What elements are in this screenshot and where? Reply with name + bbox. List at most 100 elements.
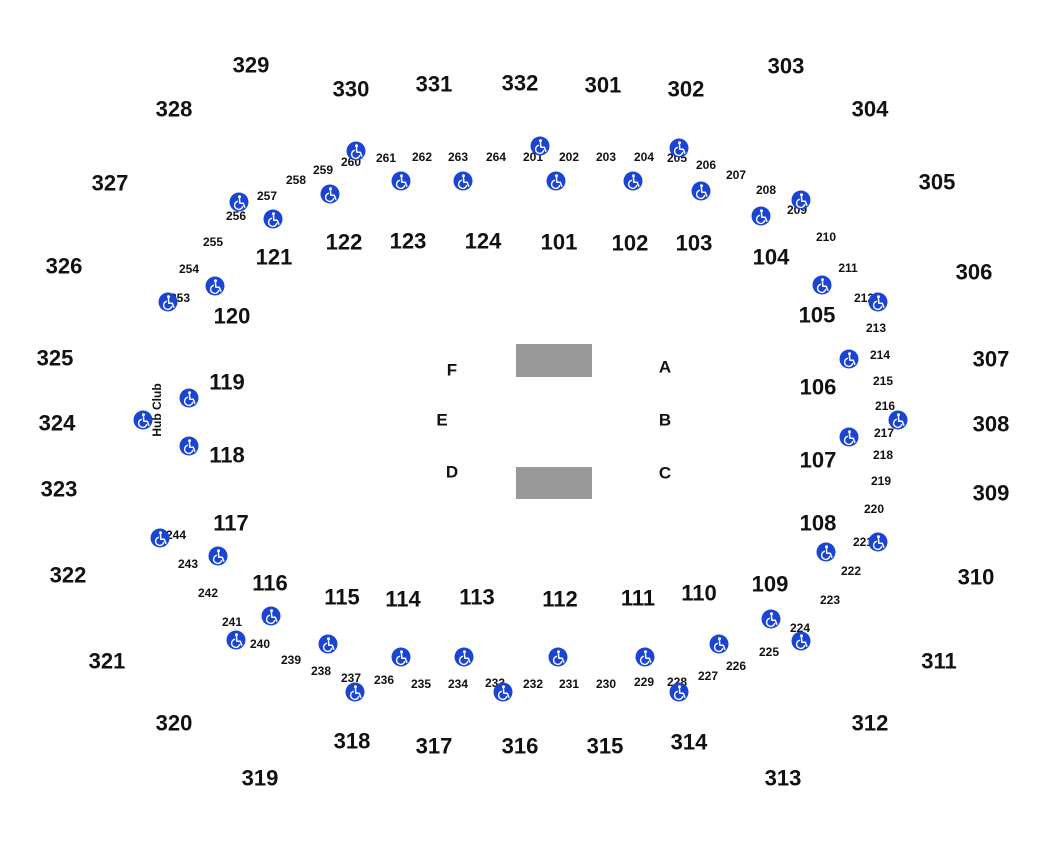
upper-section-301[interactable]: 301 xyxy=(585,73,622,98)
lower-section-101[interactable]: 101 xyxy=(541,230,578,255)
club-section-236[interactable]: 236 xyxy=(374,673,394,687)
club-section-218[interactable]: 218 xyxy=(873,448,893,462)
club-section-263[interactable]: 263 xyxy=(448,150,468,164)
club-section-259[interactable]: 259 xyxy=(313,163,333,177)
upper-section-323[interactable]: 323 xyxy=(41,477,78,502)
club-section-239[interactable]: 239 xyxy=(281,653,301,667)
club-section-262[interactable]: 262 xyxy=(412,150,432,164)
lower-section-123[interactable]: 123 xyxy=(390,229,427,254)
upper-section-305[interactable]: 305 xyxy=(919,170,956,195)
upper-section-326[interactable]: 326 xyxy=(46,254,83,279)
club-section-227[interactable]: 227 xyxy=(698,669,718,683)
lower-section-121[interactable]: 121 xyxy=(256,245,293,270)
club-section-258[interactable]: 258 xyxy=(286,173,306,187)
lower-section-109[interactable]: 109 xyxy=(752,572,789,597)
lower-section-105[interactable]: 105 xyxy=(799,303,836,328)
lower-section-124[interactable]: 124 xyxy=(465,229,502,254)
upper-section-322[interactable]: 322 xyxy=(50,563,87,588)
club-section-223[interactable]: 223 xyxy=(820,593,840,607)
lower-section-104[interactable]: 104 xyxy=(753,245,790,270)
club-section-215[interactable]: 215 xyxy=(873,374,893,388)
upper-section-312[interactable]: 312 xyxy=(852,711,889,736)
club-section-237[interactable]: 237 xyxy=(341,671,361,685)
lower-section-116[interactable]: 116 xyxy=(252,571,288,596)
floor-section-A[interactable]: A xyxy=(659,358,671,377)
upper-section-328[interactable]: 328 xyxy=(156,97,193,122)
club-section-230[interactable]: 230 xyxy=(596,677,616,691)
upper-section-327[interactable]: 327 xyxy=(92,171,129,196)
upper-section-304[interactable]: 304 xyxy=(852,97,889,122)
upper-section-306[interactable]: 306 xyxy=(956,260,993,285)
club-section-220[interactable]: 220 xyxy=(864,502,884,516)
club-section-216[interactable]: 216 xyxy=(875,399,895,413)
club-section-256[interactable]: 256 xyxy=(226,209,246,223)
floor-section-D[interactable]: D xyxy=(446,463,458,482)
floor-section-C[interactable]: C xyxy=(659,464,671,483)
lower-section-117[interactable]: 117 xyxy=(213,511,249,536)
club-section-226[interactable]: 226 xyxy=(726,659,746,673)
upper-section-325[interactable]: 325 xyxy=(37,346,74,371)
club-section-254[interactable]: 254 xyxy=(179,262,199,276)
lower-section-120[interactable]: 120 xyxy=(214,304,251,329)
lower-section-114[interactable]: 114 xyxy=(385,587,421,612)
floor-section-F[interactable]: F xyxy=(447,361,457,380)
lower-section-115[interactable]: 115 xyxy=(324,585,360,610)
upper-section-315[interactable]: 315 xyxy=(587,734,624,759)
club-section-222[interactable]: 222 xyxy=(841,564,861,578)
club-section-217[interactable]: 217 xyxy=(874,426,894,440)
lower-section-118[interactable]: 118 xyxy=(209,443,245,468)
club-section-211[interactable]: 211 xyxy=(838,261,858,275)
lower-section-113[interactable]: 113 xyxy=(459,585,495,610)
club-section-264[interactable]: 264 xyxy=(486,150,506,164)
upper-section-313[interactable]: 313 xyxy=(765,766,802,791)
club-section-231[interactable]: 231 xyxy=(559,677,579,691)
lower-section-102[interactable]: 102 xyxy=(612,231,649,256)
lower-section-110[interactable]: 110 xyxy=(681,581,717,606)
lower-section-111[interactable]: 111 xyxy=(621,586,655,611)
upper-section-309[interactable]: 309 xyxy=(973,481,1010,506)
club-section-213[interactable]: 213 xyxy=(866,321,886,335)
club-section-235[interactable]: 235 xyxy=(411,677,431,691)
club-section-207[interactable]: 207 xyxy=(726,168,746,182)
club-section-224[interactable]: 224 xyxy=(790,621,810,635)
lower-section-107[interactable]: 107 xyxy=(800,448,837,473)
upper-section-320[interactable]: 320 xyxy=(156,711,193,736)
club-section-232[interactable]: 232 xyxy=(523,677,543,691)
club-section-225[interactable]: 225 xyxy=(759,645,779,659)
club-section-210[interactable]: 210 xyxy=(816,230,836,244)
floor-section-B[interactable]: B xyxy=(659,411,671,430)
club-section-255[interactable]: 255 xyxy=(203,235,223,249)
upper-section-330[interactable]: 330 xyxy=(333,77,370,102)
upper-section-311[interactable]: 311 xyxy=(921,649,957,674)
lower-section-122[interactable]: 122 xyxy=(326,230,363,255)
club-section-221[interactable]: 221 xyxy=(853,535,873,549)
upper-section-310[interactable]: 310 xyxy=(958,565,995,590)
lower-section-103[interactable]: 103 xyxy=(676,231,713,256)
upper-section-318[interactable]: 318 xyxy=(334,729,371,754)
club-section-257[interactable]: 257 xyxy=(257,189,277,203)
lower-section-112[interactable]: 112 xyxy=(542,587,578,612)
upper-section-303[interactable]: 303 xyxy=(768,54,805,79)
upper-section-314[interactable]: 314 xyxy=(671,730,708,755)
upper-section-316[interactable]: 316 xyxy=(502,734,539,759)
club-section-240[interactable]: 240 xyxy=(250,637,270,651)
upper-section-317[interactable]: 317 xyxy=(416,734,453,759)
upper-section-302[interactable]: 302 xyxy=(668,77,705,102)
upper-section-329[interactable]: 329 xyxy=(233,53,270,78)
upper-section-307[interactable]: 307 xyxy=(973,347,1010,372)
upper-section-308[interactable]: 308 xyxy=(973,412,1010,437)
club-section-234[interactable]: 234 xyxy=(448,677,468,691)
club-section-219[interactable]: 219 xyxy=(871,474,891,488)
lower-section-108[interactable]: 108 xyxy=(800,511,837,536)
lower-section-106[interactable]: 106 xyxy=(800,375,837,400)
club-section-203[interactable]: 203 xyxy=(596,150,616,164)
club-section-243[interactable]: 243 xyxy=(178,557,198,571)
upper-section-332[interactable]: 332 xyxy=(502,71,539,96)
club-section-244[interactable]: 244 xyxy=(166,528,186,542)
upper-section-324[interactable]: 324 xyxy=(39,411,76,436)
upper-section-331[interactable]: 331 xyxy=(416,72,453,97)
club-section-206[interactable]: 206 xyxy=(696,158,716,172)
club-section-204[interactable]: 204 xyxy=(634,150,654,164)
club-section-238[interactable]: 238 xyxy=(311,664,331,678)
club-section-229[interactable]: 229 xyxy=(634,675,654,689)
